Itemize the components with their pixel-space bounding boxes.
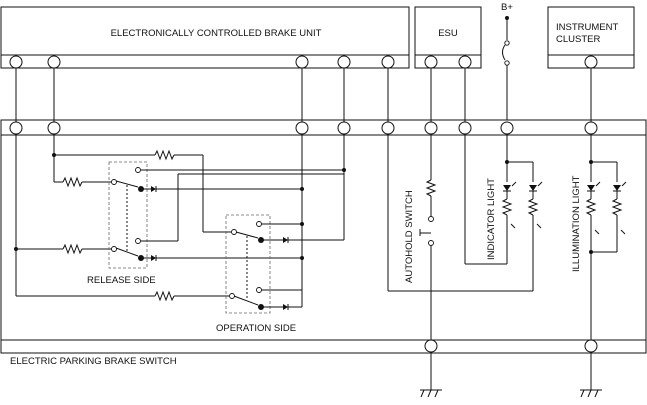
terminals (9, 55, 598, 353)
esu-label: ESU (438, 28, 458, 39)
operation-side-label: OPERATION SIDE (216, 323, 296, 334)
brake-unit-label: ELECTRONICALLY CONTROLLED BRAKE UNIT (111, 28, 322, 39)
switch-box: ELECTRIC PARKING BRAKE SWITCH (0, 119, 647, 367)
harness-wires (15, 68, 592, 122)
autohold-switch-label: AUTOHOLD SWITCH (404, 190, 415, 283)
instrument-cluster-label-line2: CLUSTER (556, 34, 600, 45)
esu-box: ESU (414, 6, 482, 69)
indicator-light-label: INDICATOR LIGHT (486, 178, 497, 260)
instrument-cluster-label-line1: INSTRUMENT (556, 22, 618, 33)
internal-wiring: RELEASE SIDE OPERATION SIDE (14, 134, 627, 340)
switch-assembly-label: ELECTRIC PARKING BRAKE SWITCH (10, 356, 177, 367)
bplus-label: B+ (501, 2, 513, 13)
brake-unit-box: ELECTRONICALLY CONTROLLED BRAKE UNIT (0, 6, 410, 69)
ground-symbols (420, 352, 602, 398)
bplus-fuse: B+ (501, 2, 513, 122)
illumination-light-label: ILLUMINATION LIGHT (571, 175, 582, 272)
release-side-label: RELEASE SIDE (87, 275, 156, 286)
